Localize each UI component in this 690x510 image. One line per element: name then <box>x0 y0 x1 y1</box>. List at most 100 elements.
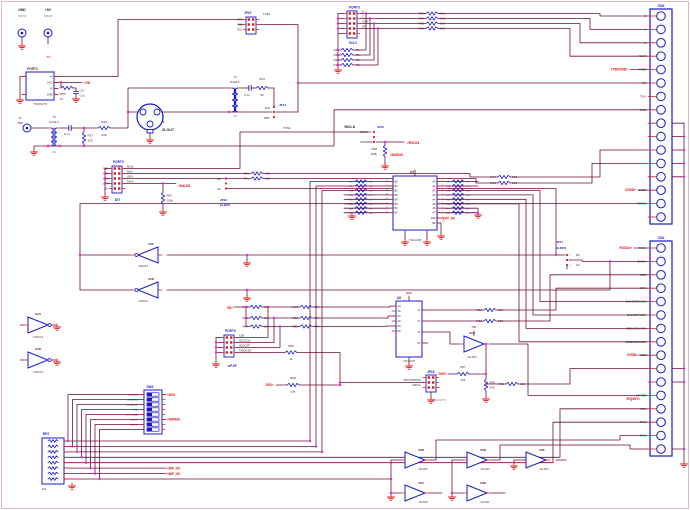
junction-dot <box>682 175 686 178</box>
refdes: C37 <box>80 89 86 93</box>
ground-symbol <box>243 259 251 267</box>
text-label: +5V <box>45 8 52 12</box>
junction-dot <box>336 48 340 52</box>
junction-dot <box>84 461 88 464</box>
ground-symbol <box>146 136 154 144</box>
junction-dot <box>103 182 107 185</box>
value: 47k <box>355 48 360 52</box>
junction-dot <box>214 346 218 349</box>
refdes: U9D <box>480 448 487 452</box>
value: 0.1u <box>244 93 250 97</box>
junction-dots <box>46 12 686 495</box>
part-number: 74LVC07 <box>403 359 416 363</box>
text-label: 1:1 <box>233 115 237 118</box>
pin-label: 6A <box>398 329 401 333</box>
refdes: R34 <box>259 77 265 81</box>
junction-dot <box>244 316 248 320</box>
pin-label: CSN <box>239 335 244 338</box>
pin-label: TX00 <box>640 108 647 112</box>
pin-label: DIR <box>431 216 436 220</box>
pin-label: SDA/CDTI <box>239 345 250 348</box>
value: 100 <box>440 22 445 26</box>
resistor-R34: R34 56 <box>255 77 269 97</box>
text-label: 1:1 <box>52 151 56 154</box>
junction-dot <box>682 162 686 165</box>
value: 10k <box>264 316 269 320</box>
refdes: R25 <box>418 22 424 26</box>
pin-number: 6 <box>442 198 444 200</box>
text-label: DA03-F <box>230 80 240 84</box>
junction-dot <box>308 439 312 443</box>
pin-number: 7 <box>442 202 444 204</box>
junction-dot <box>59 81 63 84</box>
pin-label: TX1 <box>641 81 646 85</box>
xlr-connector <box>136 103 164 134</box>
net-flag: TVDDVDD» <box>611 68 628 72</box>
refdes: JP16 <box>220 198 227 202</box>
refdes: R36 <box>101 120 107 124</box>
value: 47k <box>369 208 373 210</box>
value: 1k <box>60 97 64 101</box>
refdes: U2B <box>35 347 42 351</box>
testpoint-tp-5v <box>43 28 53 38</box>
value: 10k <box>264 325 269 329</box>
refdes: RP2 <box>43 432 49 436</box>
text-label: T4 <box>233 75 237 79</box>
headers: OPTTX1RX1JP10BCVOUTVINPORT3SCLVGNDMCLKGN… <box>103 6 440 393</box>
net-flag: «DAVDD <box>167 418 181 422</box>
function-label: ELRCK <box>220 203 231 207</box>
junction-dot <box>103 177 107 180</box>
pin-label: 3 <box>645 41 647 45</box>
refdes: SW3 <box>147 385 154 389</box>
text-label: SDA/CDTO <box>432 398 446 402</box>
refdes: R67 <box>349 199 354 201</box>
pin-number: 2 <box>570 260 572 262</box>
pin-number: 2 <box>229 184 231 186</box>
junction-dot <box>682 380 686 384</box>
pin-label: VIN <box>362 26 366 29</box>
junction-dot <box>314 445 318 448</box>
refdes: JP10 <box>244 11 252 15</box>
pin-number: 4 <box>59 93 61 95</box>
pin-label: 3Y <box>417 330 420 334</box>
net-flag: «DAVDD <box>390 153 404 157</box>
net-flag: »DIF_I/O <box>167 467 180 471</box>
junction-dot <box>245 253 249 257</box>
refdes: R42 <box>167 194 173 198</box>
value: 47k <box>466 191 470 193</box>
refdes: U9E <box>480 481 486 485</box>
junction-dot <box>338 383 342 387</box>
ground-symbol <box>101 193 109 201</box>
junction-dot <box>266 305 270 309</box>
text-label: DC <box>217 177 221 181</box>
pin-label: MCLK <box>127 166 134 169</box>
pin-label: 1Y <box>417 308 420 312</box>
refdes: JP17 <box>556 240 563 244</box>
pin-label: A2 <box>432 188 436 192</box>
junction-dot <box>389 477 393 481</box>
value: 56 <box>260 93 264 97</box>
value: 0.1u <box>80 94 86 98</box>
junction-dot <box>126 110 130 114</box>
junction-dot <box>245 288 249 292</box>
text-label: XLR <box>265 106 270 110</box>
refdes: R45 <box>490 181 496 185</box>
value: 470 <box>314 305 319 309</box>
value: 100k <box>167 199 174 203</box>
pin-label: DIF0 <box>640 273 646 277</box>
